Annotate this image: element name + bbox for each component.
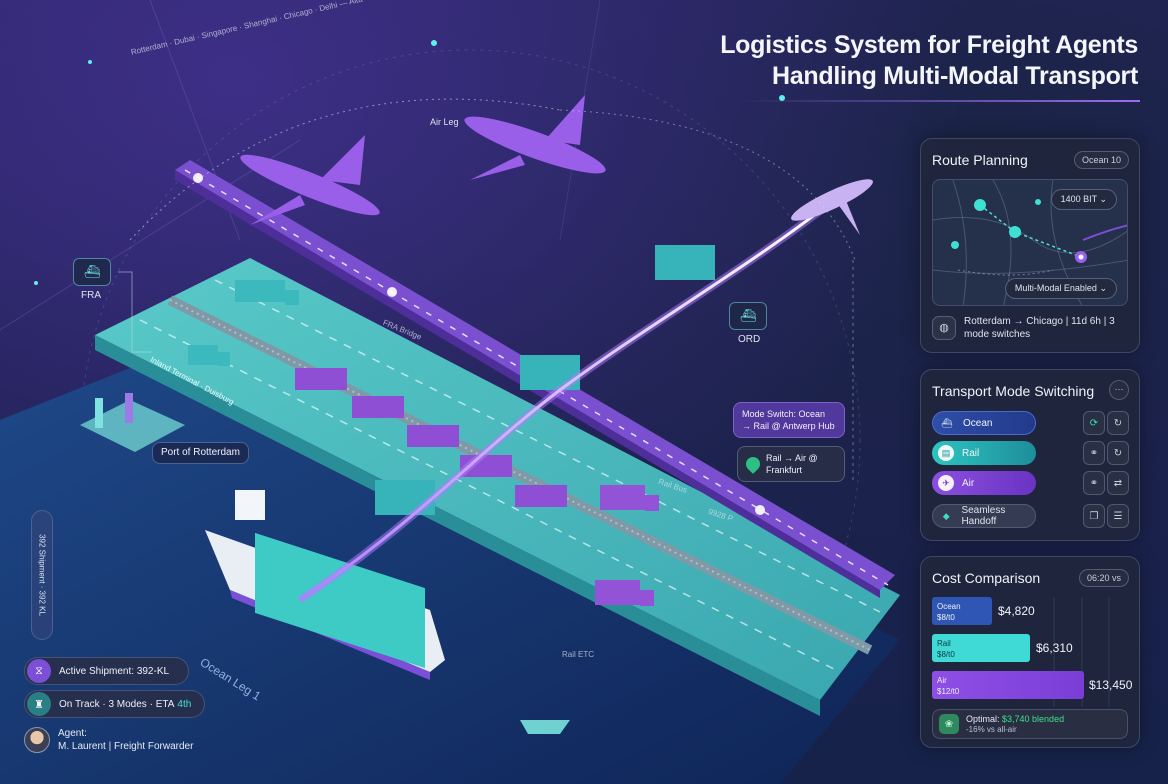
bar-ocean[interactable]: Ocean $8/t0 xyxy=(932,597,992,625)
tower-icon: ♜ xyxy=(27,692,51,716)
mode-rail-button[interactable]: ▤ Rail xyxy=(932,441,1036,465)
cost-comparison-badge[interactable]: 06:20 vs xyxy=(1078,569,1129,587)
mode-ocean-button[interactable]: ⛴ Ocean xyxy=(932,411,1036,435)
port-of-rotterdam-label: Port of Rotterdam xyxy=(152,442,249,464)
avatar xyxy=(24,727,50,753)
optimal-sub: -16% vs all-air xyxy=(966,725,1017,734)
seamless-handoff-label: Seamless Handoff xyxy=(961,505,1006,527)
mode-ocean-label: Ocean xyxy=(963,417,993,429)
bar-ocean-sub: $8/t0 xyxy=(937,613,955,622)
route-summary-line-1: Rotterdam → Chicago | 11d 6h | 3 xyxy=(964,316,1115,327)
bar-rail-label: Rail xyxy=(937,639,951,648)
cost-comparison-title: Cost Comparison xyxy=(932,570,1041,586)
route-map[interactable]: 1400 BIT ⌄ Multi-Modal Enabled ⌄ xyxy=(932,179,1128,306)
link-icon[interactable]: ⚭ xyxy=(1083,471,1105,495)
location-pin-icon xyxy=(743,454,763,474)
train-icon: ▤ xyxy=(938,445,954,461)
sliders-icon[interactable]: ☰ xyxy=(1107,504,1129,528)
bar-air[interactable]: Air $12/t0 xyxy=(932,671,1084,699)
ship-crane-icon: ⛴ xyxy=(83,264,101,279)
fra-node[interactable]: ⛴ xyxy=(73,258,111,286)
ord-node[interactable]: ⛴ xyxy=(729,302,767,330)
vertical-shipment-tag: 392 Shipment · 392 KL xyxy=(31,510,53,640)
ord-node-label: ORD xyxy=(738,334,761,345)
plane-icon: ✈ xyxy=(938,475,954,491)
handoff-actions: ❐ ☰ xyxy=(1083,504,1129,528)
agent-info: Agent: M. Laurent | Freight Forwarder xyxy=(24,727,193,753)
diamond-icon: ◆ xyxy=(942,510,950,521)
leaf-icon: ❀ xyxy=(939,714,959,734)
mode-switch-callout: Mode Switch: Ocean → Rail @ Antwerp Hub xyxy=(733,402,845,438)
air-leg-label: Air Leg xyxy=(430,117,459,127)
swap-icon[interactable]: ⇄ xyxy=(1107,471,1129,495)
route-summary-line-2: mode switches xyxy=(964,329,1031,340)
rail-to-air-callout: Rail → Air @ Frankfurt xyxy=(737,446,845,482)
bar-air-sub: $12/t0 xyxy=(937,687,960,696)
transport-mode-panel: Transport Mode Switching ··· ⛴ Ocean ⟳ ↻… xyxy=(920,369,1140,541)
distance-select-value: 1400 BIT xyxy=(1060,194,1097,204)
eta-value: 4th xyxy=(177,698,192,710)
rail-actions: ⚭ ↻ xyxy=(1083,441,1129,465)
title-line-2: Handling Multi-Modal Transport xyxy=(772,62,1138,90)
fra-node-label: FRA xyxy=(81,290,101,301)
mode-select-value: Multi-Modal Enabled xyxy=(1014,283,1097,293)
more-icon[interactable]: ··· xyxy=(1109,380,1129,400)
bar-air-value: $13,450 xyxy=(1089,678,1133,692)
mode-air-button[interactable]: ✈ Air xyxy=(932,471,1036,495)
route-planning-badge[interactable]: Ocean 10 xyxy=(1073,151,1129,169)
bar-ocean-value: $4,820 xyxy=(998,604,1035,618)
refresh-icon[interactable]: ↻ xyxy=(1107,411,1129,435)
seamless-handoff-button[interactable]: ◆ Seamless Handoff xyxy=(932,504,1036,528)
title-underline xyxy=(735,100,1140,102)
globe-icon: ◍ xyxy=(932,316,956,340)
agent-label: Agent: xyxy=(58,728,87,739)
active-shipment-text: Active Shipment: 392-KL xyxy=(59,665,170,677)
mode-air-label: Air xyxy=(962,477,975,489)
route-planning-title: Route Planning xyxy=(932,152,1028,168)
ship-crane-icon: ⛴ xyxy=(739,308,757,323)
optimal-summary: ❀ Optimal: $3,740 blended -16% vs all-ai… xyxy=(932,709,1128,739)
transport-mode-title: Transport Mode Switching xyxy=(932,383,1095,399)
ocean-actions: ⟳ ↻ xyxy=(1083,411,1129,435)
mode-select[interactable]: Multi-Modal Enabled ⌄ xyxy=(1004,278,1117,299)
page-title: Logistics System for Freight Agents Hand… xyxy=(720,30,1138,92)
bar-ocean-label: Ocean xyxy=(937,602,961,611)
bar-air-label: Air xyxy=(937,676,947,685)
optimal-prefix: Optimal: xyxy=(966,714,1003,724)
refresh-icon[interactable]: ↻ xyxy=(1107,441,1129,465)
cost-comparison-panel: Cost Comparison 06:20 vs Ocean $8/t0 $4,… xyxy=(920,556,1140,748)
chevron-down-icon: ⌄ xyxy=(1099,283,1107,293)
switch-icon[interactable]: ⟳ xyxy=(1083,411,1105,435)
copy-icon[interactable]: ❐ xyxy=(1083,504,1105,528)
shipment-icon: ⧖ xyxy=(27,659,51,683)
distance-select[interactable]: 1400 BIT ⌄ xyxy=(1050,189,1117,210)
link-icon[interactable]: ⚭ xyxy=(1083,441,1105,465)
bar-rail[interactable]: Rail $8/t0 xyxy=(932,634,1030,662)
chevron-down-icon: ⌄ xyxy=(1099,194,1107,204)
bar-rail-sub: $8/t0 xyxy=(937,650,955,659)
road-label-bottom: Rail ETC xyxy=(562,650,595,659)
air-actions: ⚭ ⇄ xyxy=(1083,471,1129,495)
route-summary: ◍ Rotterdam → Chicago | 11d 6h | 3 mode … xyxy=(932,315,1115,341)
title-line-1: Logistics System for Freight Agents xyxy=(720,31,1138,59)
active-shipment-chip[interactable]: ⧖ Active Shipment: 392-KL xyxy=(24,657,189,685)
optimal-value: $3,740 blended xyxy=(1002,714,1065,724)
mode-rail-label: Rail xyxy=(962,447,980,459)
on-track-chip[interactable]: ♜ On Track · 3 Modes · ETA 4th xyxy=(24,690,205,718)
vertical-shipment-text: 392 Shipment · 392 KL xyxy=(37,534,47,616)
rail-to-air-text: Rail → Air @ Frankfurt xyxy=(766,453,818,475)
bar-rail-value: $6,310 xyxy=(1036,641,1073,655)
on-track-text: On Track · 3 Modes · ETA xyxy=(59,698,175,710)
ship-icon: ⛴ xyxy=(941,417,953,428)
route-planning-panel: Route Planning Ocean 10 1400 BIT ⌄ Multi… xyxy=(920,138,1140,353)
agent-name: M. Laurent | Freight Forwarder xyxy=(58,741,194,752)
